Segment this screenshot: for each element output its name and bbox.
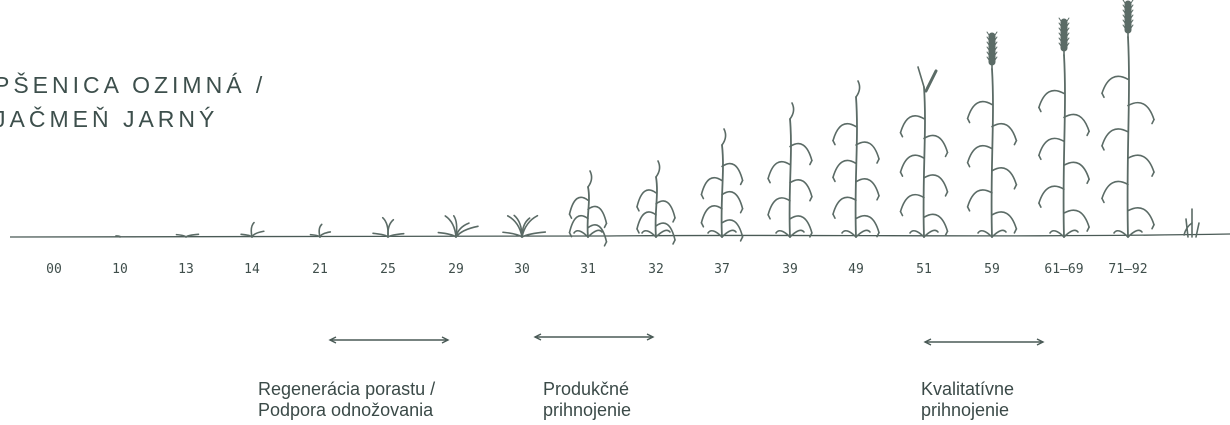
stage-label-59: 59	[984, 262, 1000, 277]
title-line-1: PŠENICA OZIMNÁ /	[0, 72, 267, 98]
stage-label-13: 13	[178, 262, 194, 277]
plant-illustrations	[115, 0, 1200, 247]
stage-label-32: 32	[648, 262, 664, 277]
stage-label-37: 37	[714, 262, 730, 277]
note-kvalitativne-line-1: Kvalitatívne	[921, 379, 1015, 399]
plant-stage-59	[966, 31, 1018, 238]
arrow-kvalitativne	[923, 338, 1045, 346]
stage-label-71-92: 71–92	[1108, 262, 1147, 277]
note-kvalitativne-line-2: prihnojenie	[921, 400, 1010, 420]
plant-stage-13	[175, 233, 200, 238]
plant-stage-10	[115, 235, 122, 238]
ground-line	[9, 233, 1230, 238]
title-line-2: JAČMEŇ JARNÝ	[0, 106, 219, 132]
application-arrows	[328, 333, 1045, 346]
plant-stage-39	[767, 102, 813, 238]
stage-label-61-69: 61–69	[1044, 262, 1083, 277]
note-kvalitativne: Kvalitatívne prihnojenie	[921, 379, 1014, 421]
plant-stage-14	[240, 221, 265, 238]
stage-label-00: 00	[46, 262, 62, 277]
note-regeneracia-line-2: Podpora odnožovania	[258, 400, 434, 420]
note-regeneracia: Regenerácia porastu / Podpora odnožovani…	[258, 379, 435, 421]
plant-stage-61-69	[1038, 17, 1090, 238]
page-title: PŠENICA OZIMNÁ / JAČMEŇ JARNÝ	[0, 68, 266, 136]
arrow-regeneracia	[328, 336, 450, 344]
plant-stage-51	[899, 66, 949, 238]
stage-label-21: 21	[312, 262, 328, 277]
note-produkcne-line-1: Produkčné	[543, 379, 630, 399]
plant-stage-30	[502, 214, 547, 238]
plant-stubble	[1183, 208, 1200, 238]
plant-stage-29	[437, 214, 479, 238]
plant-stage-31	[568, 170, 608, 247]
stage-label-30: 30	[514, 262, 530, 277]
stage-label-31: 31	[580, 262, 596, 277]
arrow-produkcne	[533, 333, 655, 341]
stage-label-10: 10	[112, 262, 128, 277]
note-produkcne-line-2: prihnojenie	[543, 400, 632, 420]
stage-label-49: 49	[848, 262, 864, 277]
note-produkcne: Produkčné prihnojenie	[543, 379, 631, 421]
stage-label-39: 39	[782, 262, 798, 277]
plant-stage-32	[636, 160, 676, 245]
plant-stage-71-92	[1101, 0, 1155, 238]
stage-label-14: 14	[244, 262, 260, 277]
plant-stage-25	[372, 216, 405, 238]
stage-labels: 00 10 13 14 21 25 29 30 31 32 37 39 49 51 59 61–69 71–92	[46, 262, 1147, 277]
plant-stage-37	[700, 128, 744, 242]
stage-label-29: 29	[448, 262, 464, 277]
stage-label-25: 25	[380, 262, 396, 277]
plant-stage-49	[832, 80, 880, 238]
plant-stage-21	[309, 223, 332, 238]
stage-label-51: 51	[916, 262, 932, 277]
note-regeneracia-line-1: Regenerácia porastu /	[258, 379, 436, 399]
